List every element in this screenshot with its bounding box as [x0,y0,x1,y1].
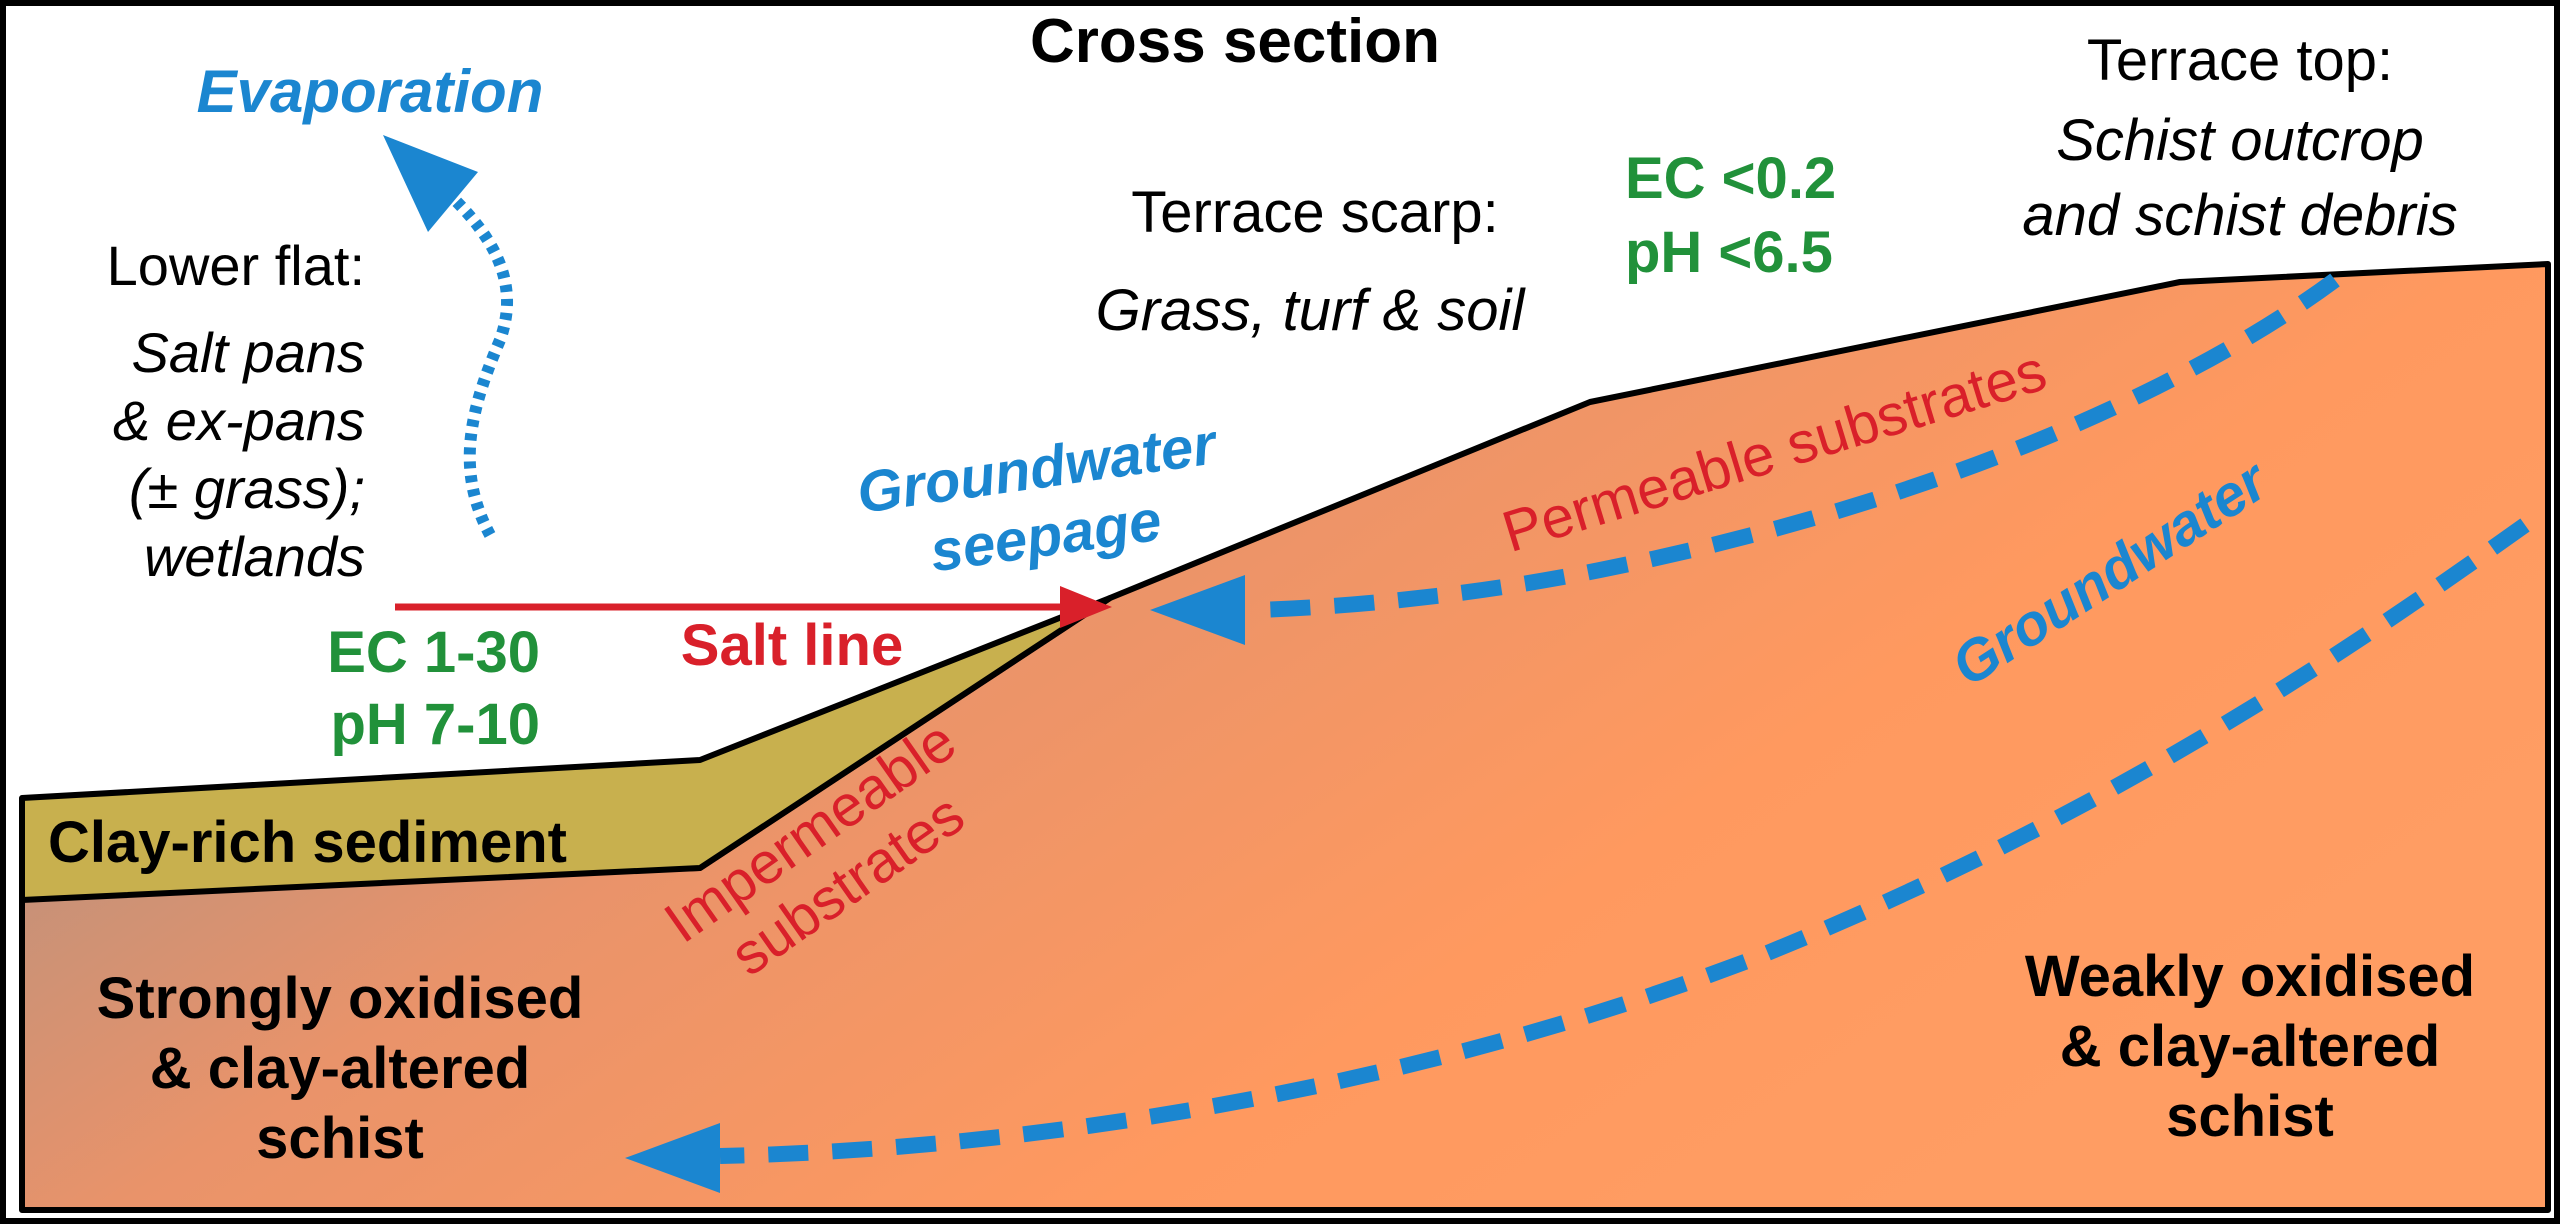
lower-flat-desc-2: & ex-pans [113,389,365,452]
lower-ph-value: pH 7-10 [330,692,540,757]
terrace-scarp-desc: Grass, turf & soil [1096,278,1527,343]
upper-groundwater-flow-arrow [1254,273,2340,618]
scarp-ph-value: pH <6.5 [1625,220,1833,285]
upper-flow-arrow-head [1150,575,1245,645]
lower-ec-value: EC 1-30 [327,620,540,685]
strong-schist-label-2: & clay-altered [150,1036,530,1101]
strong-schist-label-3: schist [256,1106,424,1171]
terrace-top-desc-2: and schist debris [2022,183,2457,248]
lower-flat-desc-3: (± grass); [129,457,365,520]
terrace-top-heading: Terrace top: [2087,28,2393,93]
weak-schist-label-1: Weakly oxidised [2025,944,2475,1009]
weak-schist-label-3: schist [2166,1084,2334,1149]
clay-sediment-layer [19,595,1113,903]
lower-flat-heading: Lower flat: [107,234,365,297]
lower-flat-desc-1: Salt pans [132,321,366,384]
evaporation-arrow-shaft [450,195,514,538]
scarp-ec-value: EC <0.2 [1625,146,1836,211]
evaporation-arrow-head [383,135,478,232]
evaporation-label: Evaporation [197,58,544,125]
lower-flat-desc-4: wetlands [144,525,365,588]
terrace-top-desc-1: Schist outcrop [2056,108,2424,173]
lower-flow-arrow-head [625,1123,720,1193]
weak-schist-label-2: & clay-altered [2060,1014,2440,1079]
strong-schist-label-1: Strongly oxidised [97,966,584,1031]
diagram-title: Cross section [1030,7,1440,76]
salt-line-arrow-head [1060,586,1112,628]
clay-sediment-label: Clay-rich sediment [48,810,567,875]
lower-groundwater-flow-arrow [719,518,2530,1164]
salt-line-label: Salt line [681,613,903,678]
terrace-scarp-heading: Terrace scarp: [1131,180,1498,245]
